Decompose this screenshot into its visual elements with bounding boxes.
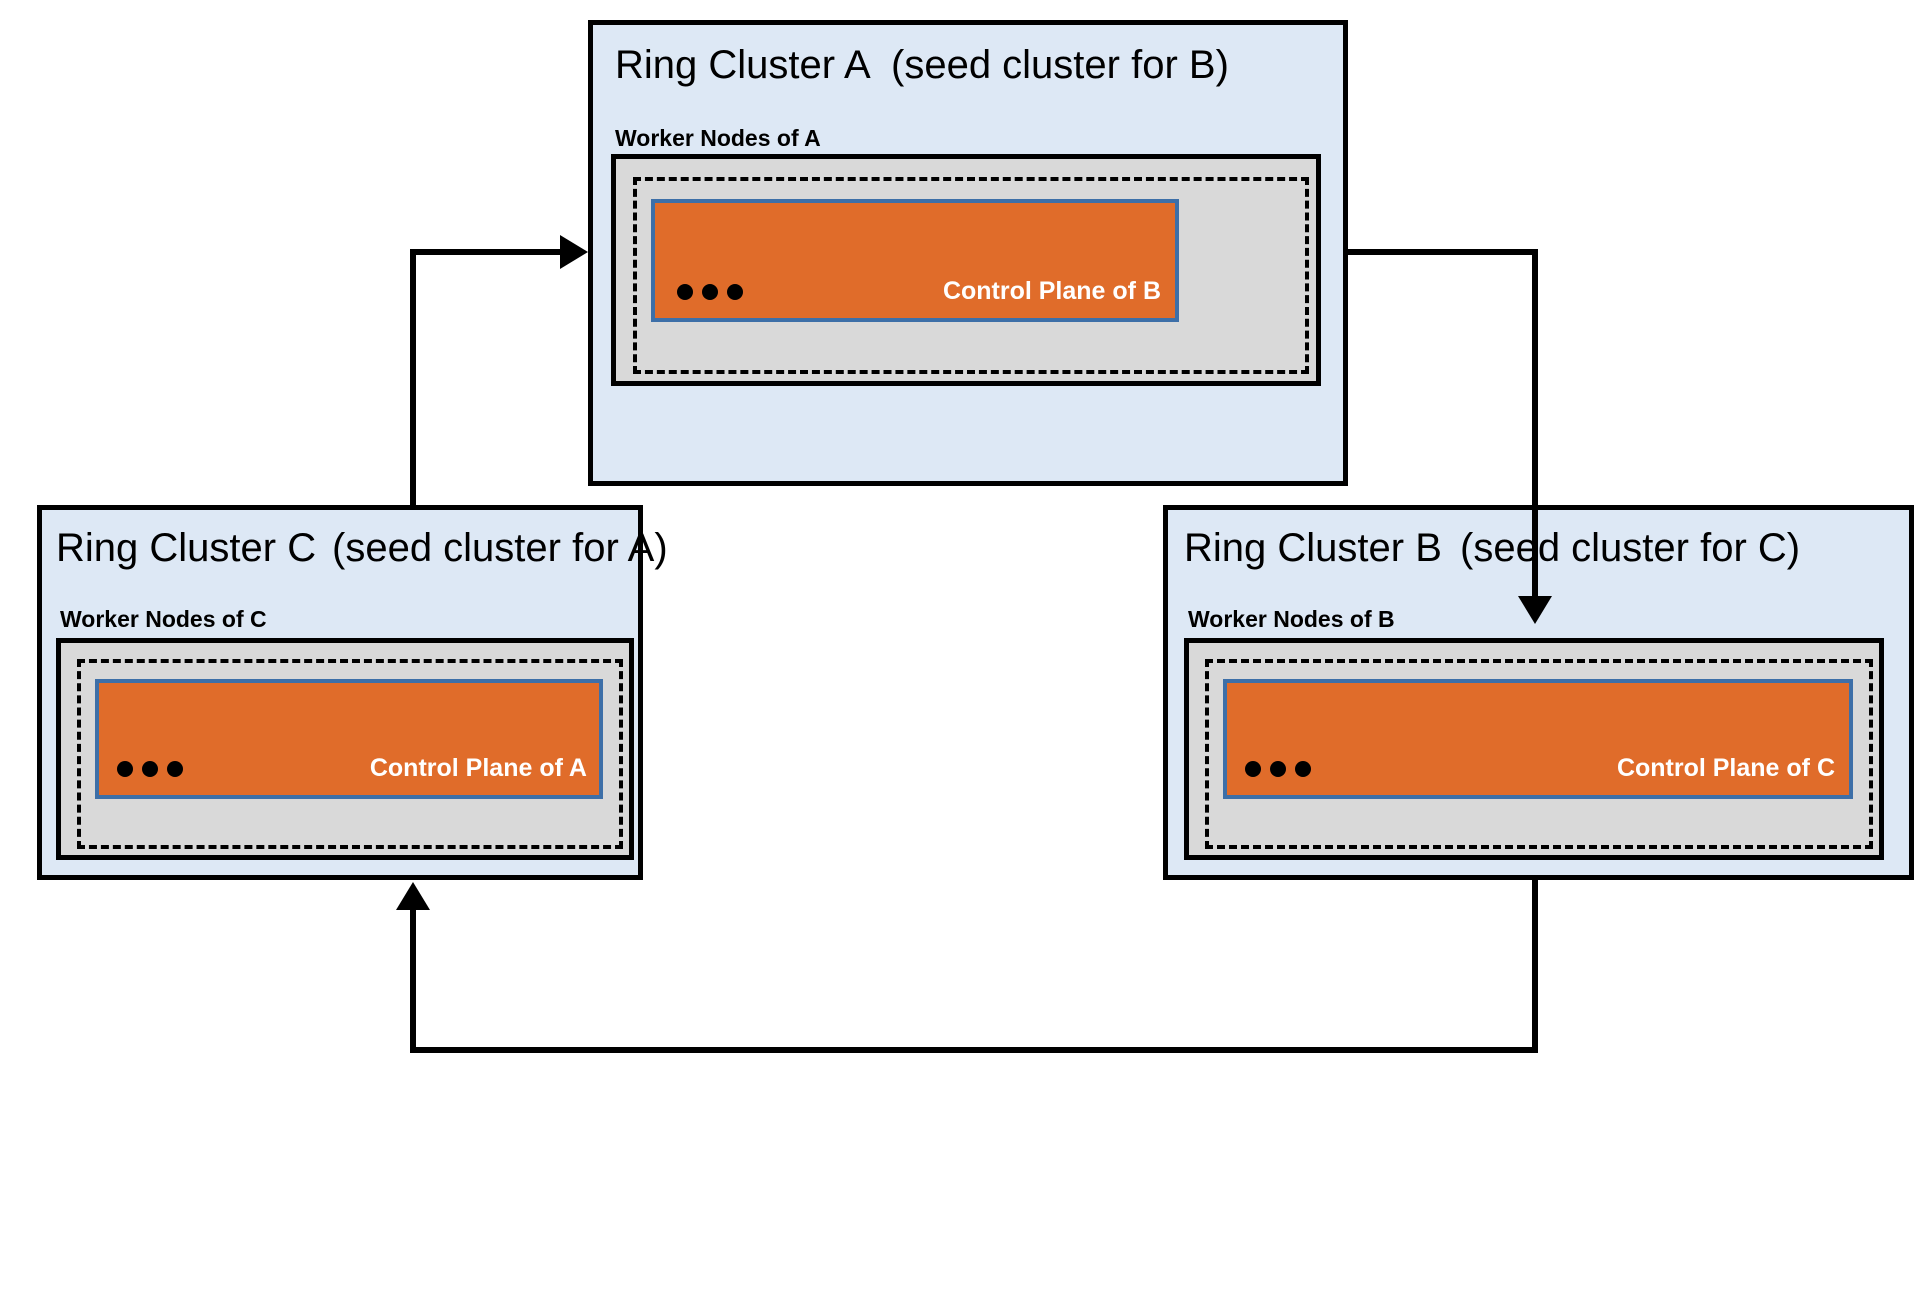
cluster-a-node-boundary: Control Plane of B [633,177,1309,374]
ring-cluster-c-box[interactable]: Ring Cluster C (seed cluster for A) Work… [37,505,668,880]
connector-b-to-c-vertical-left [410,910,416,1050]
connector-c-to-a-vertical [410,252,416,508]
cluster-c-ellipsis-dots [117,761,183,777]
connector-a-to-b-vertical [1532,249,1538,604]
cluster-b-seed-note: (seed cluster for C) [1460,526,1801,570]
ring-cluster-b[interactable]: Ring Cluster B (seed cluster for C) Work… [1163,505,1914,880]
cluster-a-worker-nodes-label: Worker Nodes of A [615,125,821,151]
connector-a-to-b-arrowhead [1518,596,1552,624]
cluster-b-control-plane-of-c[interactable]: Control Plane of C [1223,679,1853,799]
connector-c-to-a-horizontal [410,249,574,255]
ring-cluster-a[interactable]: Ring Cluster A (seed cluster for B) Work… [588,20,1348,486]
connector-a-to-b-horizontal [1345,249,1538,255]
connector-b-to-c-vertical-right [1532,878,1538,1053]
connector-c-to-a-arrowhead [560,235,588,269]
cluster-c-title-text: Ring Cluster C [56,526,317,570]
cluster-a-control-plane-of-b[interactable]: Control Plane of B [651,199,1179,322]
cluster-b-node-boundary: Control Plane of C [1205,659,1873,849]
cluster-a-title: Ring Cluster A [615,43,871,87]
cluster-c-worker-label-text: Worker Nodes of C [60,606,267,632]
cluster-c-worker-box: Control Plane of A [56,638,634,860]
connector-b-to-c-arrowhead [396,882,430,910]
cluster-c-node-boundary: Control Plane of A [77,659,623,849]
cluster-b-title: Ring Cluster B [1184,526,1442,570]
cluster-a-control-plane-label: Control Plane of B [942,277,1161,305]
cluster-b-ellipsis-dots [1245,761,1311,777]
cluster-b-worker-box: Control Plane of C [1184,638,1884,860]
cluster-a-ellipsis-dots [677,284,743,300]
cluster-c-seed-note: (seed cluster for A) [332,526,668,570]
cluster-b-control-plane-label: Control Plane of C [1616,754,1835,782]
cluster-a-worker-box: Control Plane of B [611,154,1321,386]
cluster-a-seed-note: (seed cluster for B) [891,43,1229,87]
cluster-b-worker-nodes-label: Worker Nodes of B [1188,606,1395,632]
cluster-c-control-plane-of-a[interactable]: Control Plane of A [95,679,603,799]
connector-b-to-c-horizontal [410,1047,1538,1053]
cluster-c-control-plane-label: Control Plane of A [369,754,587,782]
